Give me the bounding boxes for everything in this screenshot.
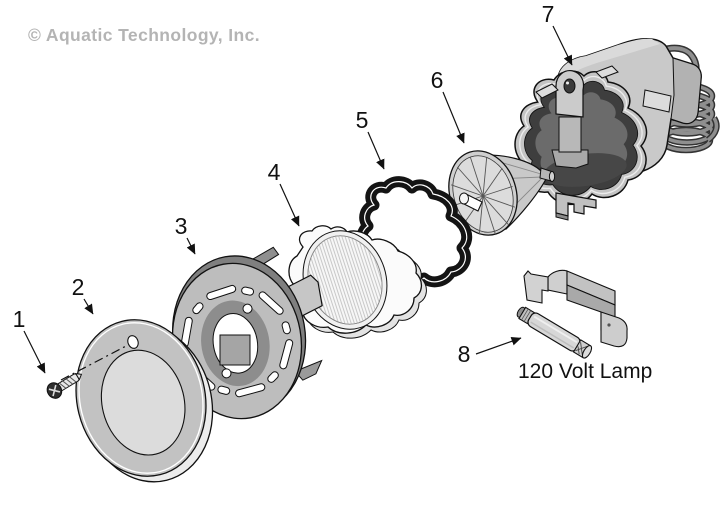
part-1-screw [46, 373, 83, 399]
callout-number-4: 4 [268, 159, 281, 185]
callout-number-1: 1 [13, 306, 26, 332]
leader-4 [279, 183, 300, 227]
callout-numbers: 1 2 3 4 5 6 7 8 [13, 1, 555, 367]
part-2-face-ring [60, 319, 214, 483]
ring-screw-hole [127, 335, 139, 349]
callout-number-6: 6 [431, 67, 444, 93]
leader-2 [83, 298, 94, 315]
housing-right-face [670, 57, 702, 124]
lamp-caption: 120 Volt Lamp [518, 360, 652, 383]
part-6-reflector [448, 150, 556, 236]
lamp-bracket [523, 269, 628, 348]
leader-5 [367, 131, 385, 170]
callout-leaders [23, 25, 573, 374]
leader-8 [475, 336, 522, 355]
lamp [516, 306, 593, 359]
part-8-lamp-assembly [516, 269, 628, 359]
housing-feet [555, 192, 597, 221]
callout-number-3: 3 [175, 213, 188, 239]
screw-axis-line [60, 344, 129, 381]
callout-number-2: 2 [72, 274, 85, 300]
part-7-light-housing [514, 38, 720, 221]
callout-number-8: 8 [458, 341, 471, 367]
part-4-lens [288, 225, 427, 339]
leader-7 [552, 25, 573, 66]
ear-hole [563, 78, 576, 94]
callout-number-5: 5 [356, 107, 369, 133]
copyright-watermark: © Aquatic Technology, Inc. [28, 25, 260, 45]
leader-6 [442, 91, 465, 144]
ring-opening [100, 349, 186, 456]
leader-1 [23, 330, 46, 374]
mounting-ear [555, 70, 585, 118]
callout-number-7: 7 [542, 1, 555, 27]
housing-step-notch [642, 89, 672, 113]
leader-3 [186, 237, 196, 255]
